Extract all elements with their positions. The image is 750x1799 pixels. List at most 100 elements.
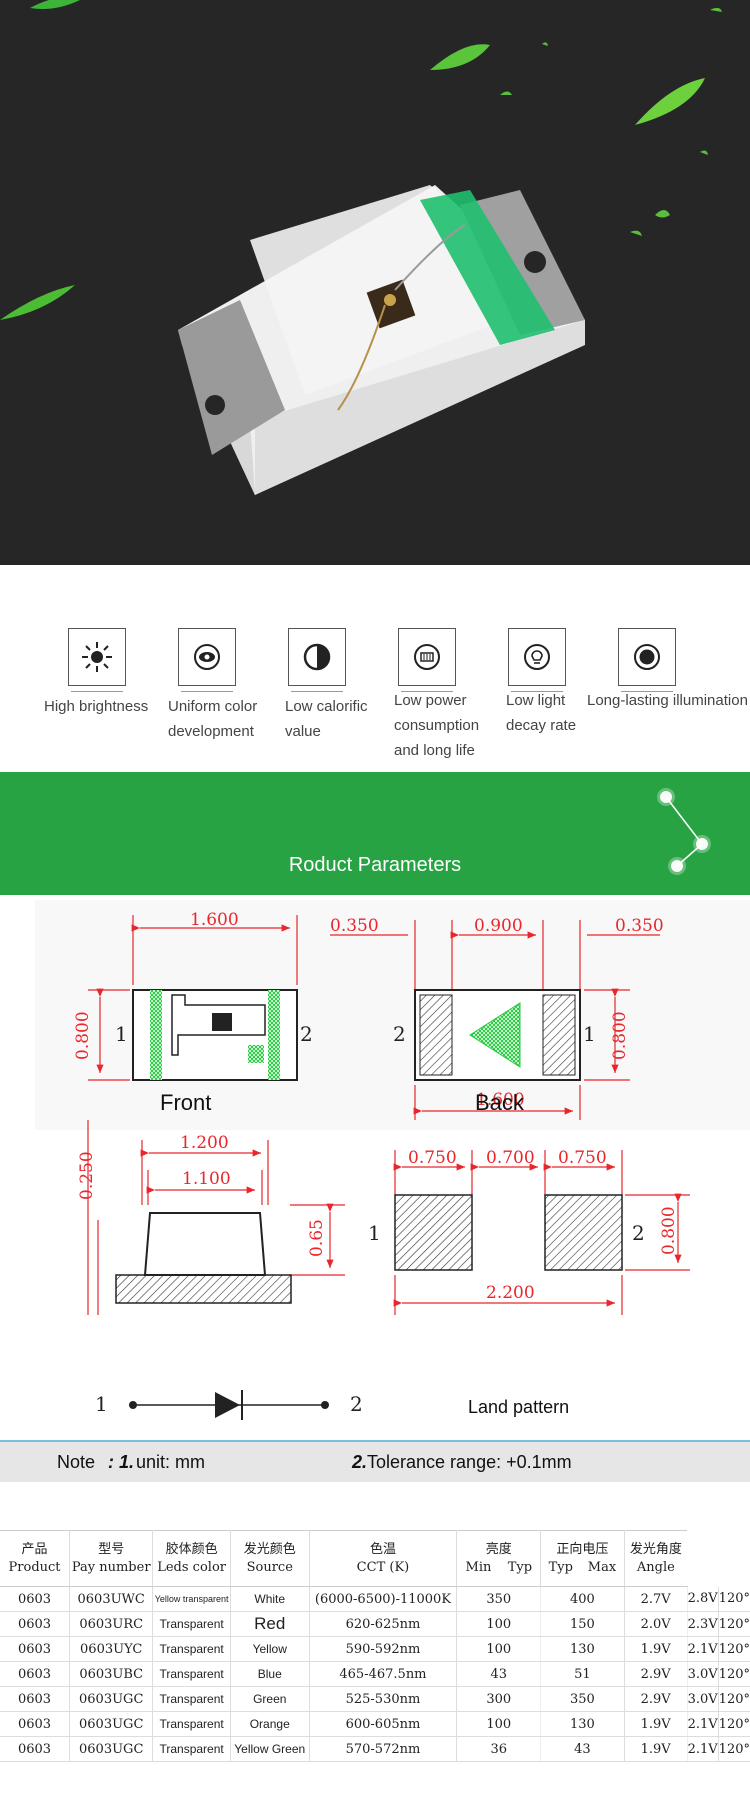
table-cell: 0603URC <box>69 1611 154 1637</box>
pin-label: 2 <box>350 1392 363 1416</box>
table-cell: 120° <box>718 1686 750 1712</box>
table-cell: 1.9V <box>624 1711 688 1737</box>
pin-label: 2 <box>300 1022 313 1046</box>
dim-label: 0.800 <box>73 1011 93 1060</box>
feature-item: Uniform color development <box>168 628 257 744</box>
dim-label: 0.350 <box>615 916 664 936</box>
dim-label: 2.200 <box>486 1283 535 1303</box>
table-cell: 0603 <box>0 1686 71 1712</box>
hero-image <box>0 0 750 565</box>
table-cell: 0603UBC <box>69 1661 154 1687</box>
back-label: Back <box>475 1090 525 1115</box>
dim-label: 0.750 <box>558 1148 607 1168</box>
pin-label: 1 <box>95 1392 108 1416</box>
eye-icon <box>178 628 236 686</box>
node-decoration-icon <box>657 788 711 875</box>
table-cell: 2.9V <box>624 1661 688 1687</box>
feature-label: Low calorific value <box>285 698 368 740</box>
table-cell: 120° <box>718 1636 750 1662</box>
feature-label: Uniform color development <box>168 698 258 740</box>
pin-label: 1 <box>115 1022 128 1046</box>
table-cell: 0603UYC <box>69 1636 154 1662</box>
table-cell: 43 <box>456 1661 542 1687</box>
feature-item: Low power consumption and long life <box>394 628 479 763</box>
table-cell: (6000-6500)-11000K <box>309 1586 458 1612</box>
table-cell: 1.9V <box>624 1636 688 1662</box>
section-banner: Roduct Parameters <box>0 772 750 895</box>
table-cell: 0603UGC <box>69 1736 154 1762</box>
table-cell: 2.3V <box>687 1611 719 1637</box>
dim-label: 0.900 <box>474 916 523 936</box>
table-cell: Transparent <box>152 1711 231 1737</box>
table-cell: Transparent <box>152 1686 231 1712</box>
note-bar: Note : 1. unit: mm 2. Tolerance range: +… <box>0 1440 750 1482</box>
table-cell: Transparent <box>152 1661 231 1687</box>
led-product-photo <box>0 0 722 495</box>
table-cell: 100 <box>456 1636 542 1662</box>
table-cell: 0603UGC <box>69 1711 154 1737</box>
table-cell: Green <box>230 1686 310 1712</box>
dim-label: 0.700 <box>486 1148 535 1168</box>
table-cell: 100 <box>456 1711 542 1737</box>
dimension-drawings: 1.600 0.800 0.350 0.900 0.350 0.800 1.60… <box>0 895 750 1440</box>
table-cell: 0603UGC <box>69 1686 154 1712</box>
table-cell: 130 <box>540 1636 625 1662</box>
table-cell: 120° <box>718 1736 750 1762</box>
dim-label: 0.750 <box>408 1148 457 1168</box>
target-icon <box>618 628 676 686</box>
dim-label: 1.600 <box>476 1090 525 1110</box>
table-cell: 2.1V <box>687 1711 719 1737</box>
dim-label: 1.100 <box>182 1169 231 1189</box>
table-cell: 2.0V <box>624 1611 688 1637</box>
feature-label: Long-lasting illumination <box>587 692 748 709</box>
table-cell: 2.8V <box>687 1586 719 1612</box>
section-title: Roduct Parameters <box>288 854 462 876</box>
table-cell: 400 <box>540 1586 625 1612</box>
table-cell: White <box>230 1586 310 1612</box>
note-number-1: : 1. <box>108 1452 135 1472</box>
table-cell: 2.1V <box>687 1736 719 1762</box>
pin-label: 1 <box>368 1221 381 1245</box>
feature-item: Low calorific value <box>285 628 368 744</box>
dim-label: 1.600 <box>190 910 239 930</box>
pin-label: 2 <box>632 1221 645 1245</box>
table-cell: 350 <box>540 1686 625 1712</box>
note-number-2: 2. <box>352 1452 368 1472</box>
table-cell: Blue <box>230 1661 310 1687</box>
bulb-icon <box>508 628 566 686</box>
table-cell: 350 <box>456 1586 542 1612</box>
table-cell: 570-572nm <box>309 1736 458 1762</box>
feature-item: High brightness <box>44 628 148 719</box>
note-prefix: Note <box>57 1452 96 1472</box>
table-cell: 0603 <box>0 1736 71 1762</box>
table-cell: 525-530nm <box>309 1686 458 1712</box>
table-cell: Transparent <box>152 1636 231 1662</box>
table-cell: Yellow transparent <box>152 1586 231 1612</box>
table-cell: 130 <box>540 1711 625 1737</box>
pin-label: 2 <box>393 1022 406 1046</box>
feature-item: Long-lasting illumination <box>587 628 748 713</box>
table-cell: 3.0V <box>687 1686 719 1712</box>
table-cell: 465-467.5nm <box>309 1661 458 1687</box>
table-cell: 120° <box>718 1611 750 1637</box>
table-cell: 0603 <box>0 1711 71 1737</box>
dim-label: 0.65 <box>307 1219 327 1257</box>
table-cell: Yellow Green <box>230 1736 310 1762</box>
table-cell: 0603 <box>0 1636 71 1662</box>
pin-label: 1 <box>583 1022 596 1046</box>
table-cell: 0603 <box>0 1586 71 1612</box>
